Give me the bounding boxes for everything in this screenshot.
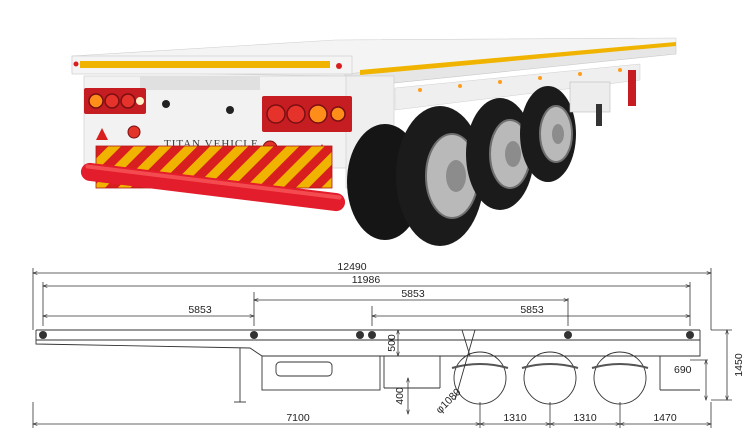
dim-rear-height: 690 [674, 364, 692, 376]
dim-axle-spacing-2: 1310 [573, 412, 597, 424]
dim-kingpin-axle: 7100 [286, 412, 310, 424]
dim-rear-overhang: 1470 [653, 412, 677, 424]
left-lamp-cluster [84, 88, 146, 114]
rear-bumper [80, 162, 346, 212]
dim-twistlock-3: 5853 [520, 304, 544, 316]
right-lamp-cluster [262, 96, 352, 132]
wheel-1 [347, 106, 484, 246]
rear-stripe [80, 61, 330, 68]
axle-wheels [451, 329, 649, 405]
side-stripe [360, 42, 676, 75]
wheel-2 [466, 98, 534, 210]
dimension-drawing: 12490 11986 5853 5853 5853 7100 1310 131… [0, 261, 745, 428]
twistlocks [39, 331, 694, 339]
dim-drop-height: 400 [394, 387, 406, 405]
dim-total-height: 1450 [733, 353, 745, 377]
dim-tire-diameter: φ1080 [434, 386, 464, 416]
toolbox [569, 81, 611, 113]
wheel-3 [520, 86, 576, 182]
dim-frame-height: 500 [386, 334, 398, 352]
dim-twistlock-2: 5853 [401, 288, 425, 300]
side-marker-lamps [418, 68, 622, 92]
dim-deck-length: 11986 [352, 274, 381, 286]
trailer-photo: TITAN VEHICLE [71, 37, 677, 246]
trailer-side-view [35, 329, 701, 403]
dim-overall-length: 12490 [337, 261, 366, 273]
dim-axle-spacing-1: 1310 [503, 412, 527, 424]
dim-twistlock-1: 5853 [188, 304, 212, 316]
